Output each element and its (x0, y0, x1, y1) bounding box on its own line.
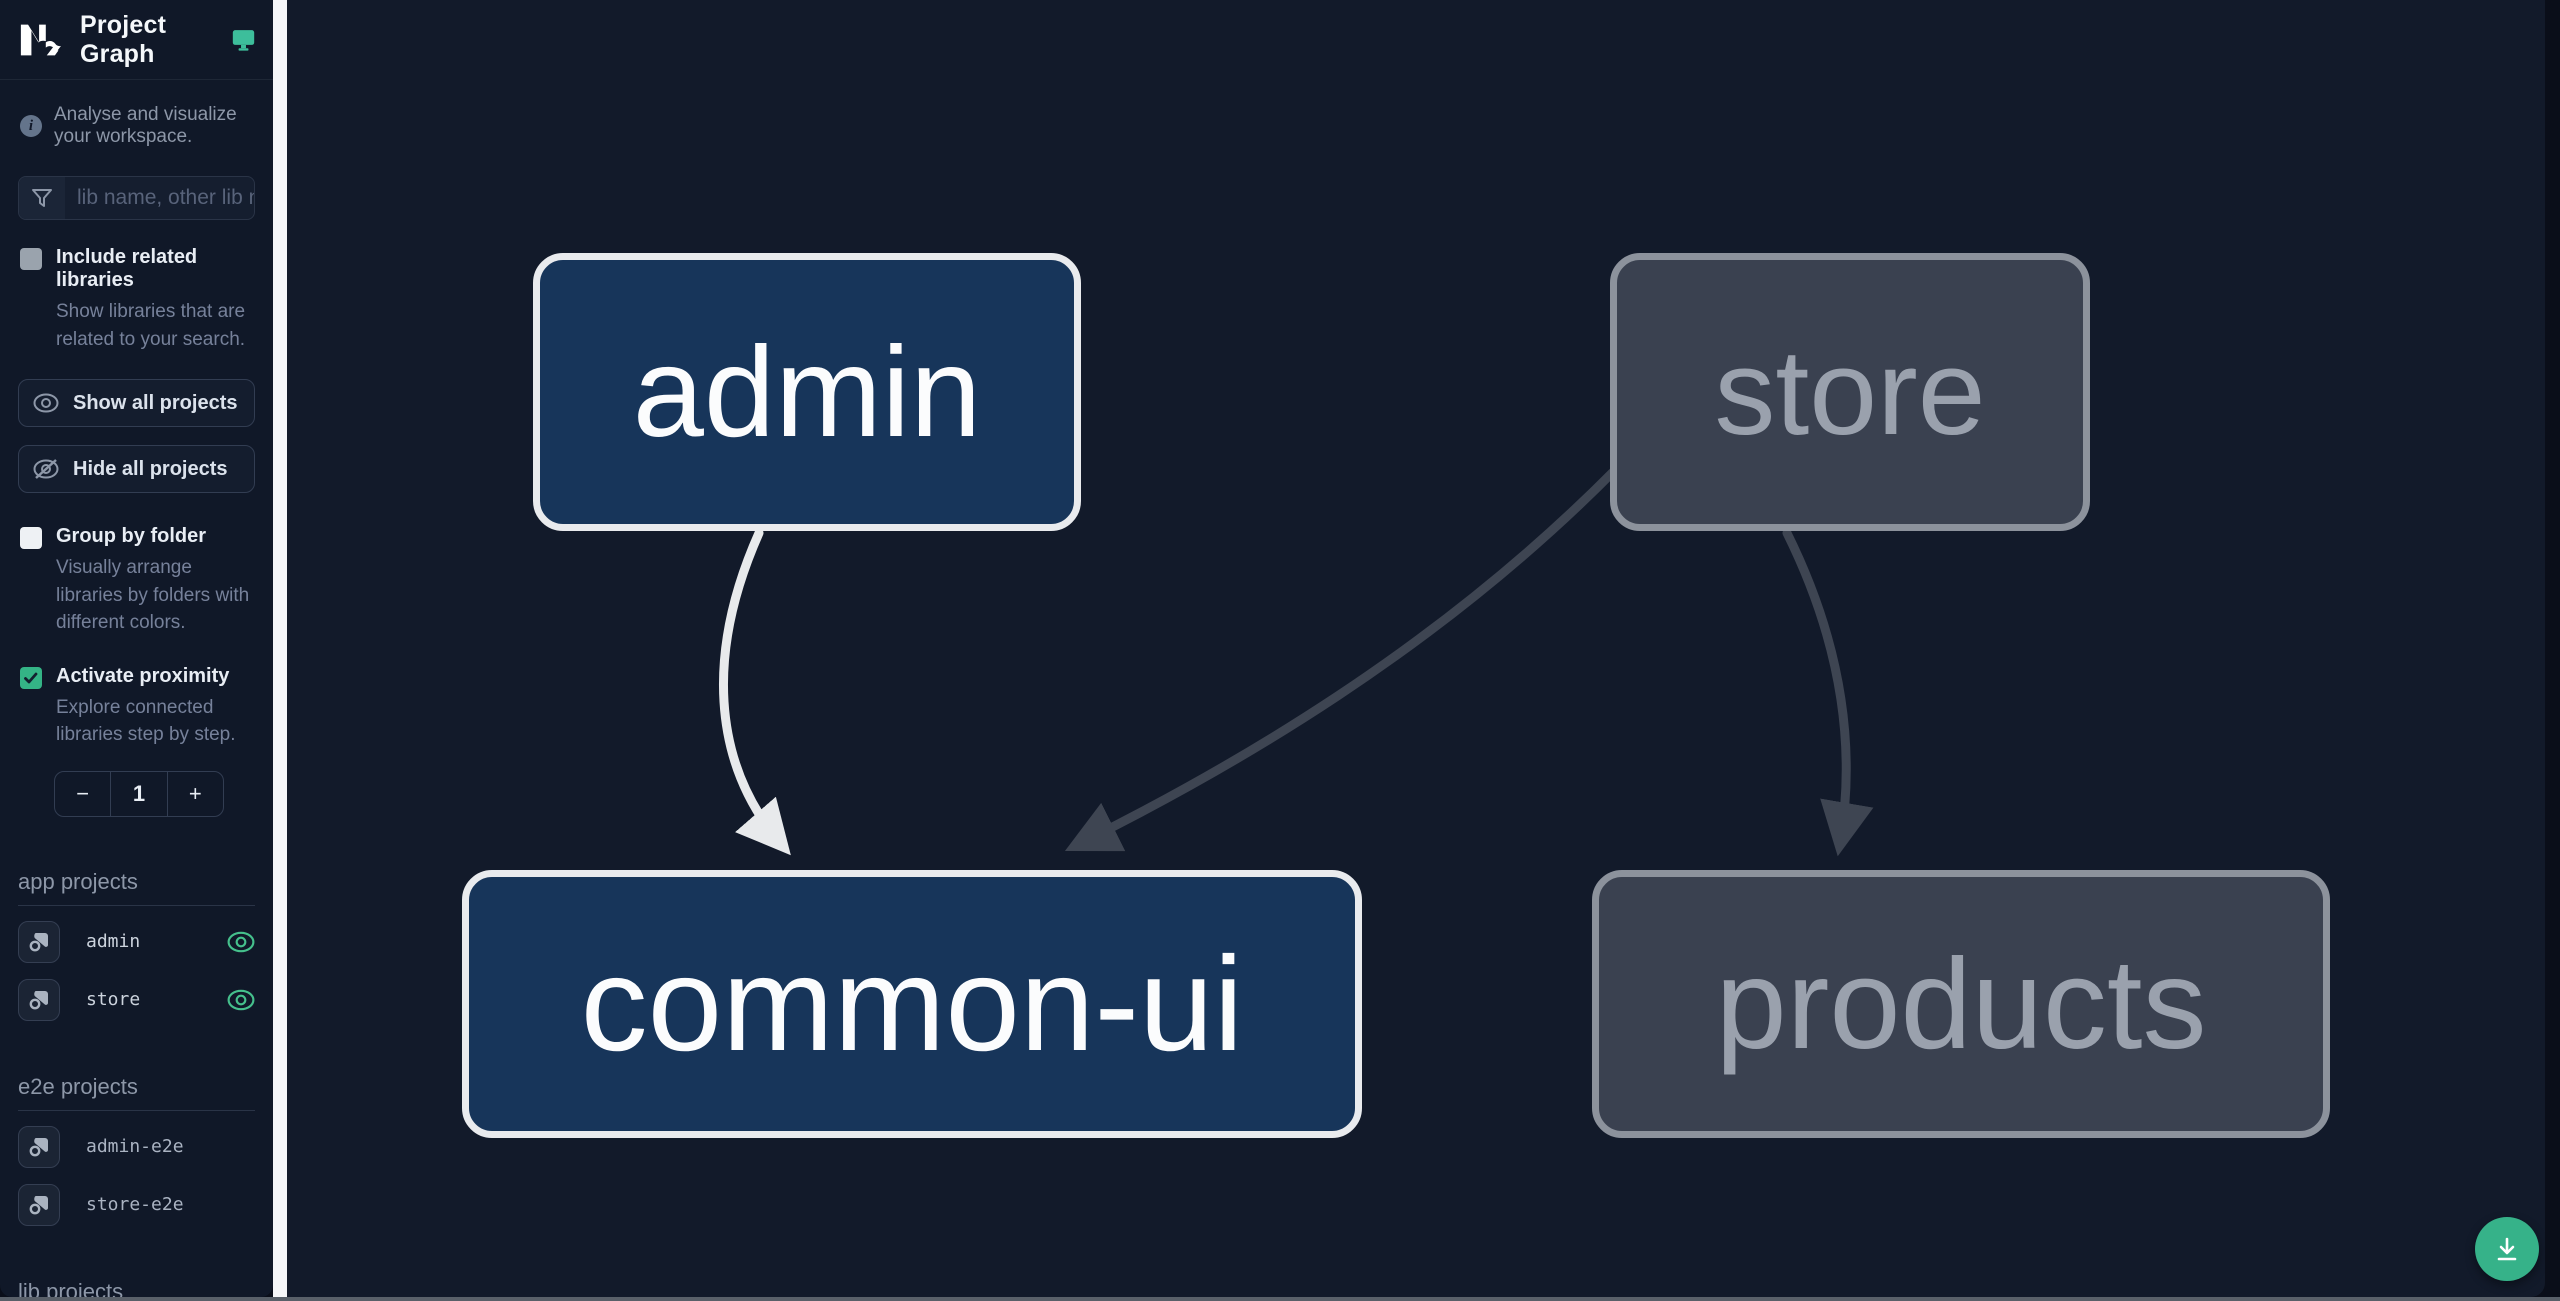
sidebar-resize-handle[interactable] (273, 0, 287, 1301)
download-graph-button[interactable] (2475, 1217, 2539, 1281)
eye-off-icon (33, 459, 59, 480)
project-row-admin-e2e: admin-e2e (18, 1125, 255, 1169)
focus-project-button[interactable] (18, 1125, 60, 1168)
eye-icon (33, 393, 59, 413)
group-by-folder-option[interactable]: Group by folder Visually arrange librari… (20, 525, 255, 637)
graph-canvas[interactable]: admin store common-ui products (287, 0, 2545, 1297)
proximity-increment-button[interactable]: + (166, 771, 223, 816)
section-title: e2e projects (18, 1074, 255, 1111)
funnel-icon (32, 189, 52, 207)
project-row-admin: admin (18, 920, 255, 964)
graph-node-products[interactable]: products (1592, 870, 2330, 1138)
section-app-projects: app projects admin (18, 869, 255, 1022)
filter-icon-cell (19, 177, 65, 219)
activate-proximity-label: Activate proximity (56, 664, 230, 687)
group-by-folder-checkbox[interactable] (20, 527, 42, 550)
focus-pin-icon (29, 1195, 48, 1215)
edge-admin-to-common-ui (719, 528, 791, 856)
include-related-checkbox[interactable] (20, 248, 42, 270)
focus-project-button[interactable] (18, 1183, 60, 1226)
nx-logo-icon (20, 24, 62, 55)
group-by-folder-description: Visually arrange libraries by folders wi… (56, 557, 250, 634)
focus-pin-icon (29, 932, 48, 952)
workspace-tagline: i Analyse and visualize your workspace. (0, 80, 273, 154)
section-lib-projects: lib projects common-ui (18, 1279, 255, 1297)
edge-store-to-products (1782, 528, 1874, 857)
show-all-projects-button[interactable]: Show all projects (18, 379, 255, 428)
download-icon (2497, 1237, 2517, 1261)
toggle-visibility-eye-icon[interactable] (227, 931, 255, 953)
focus-pin-icon (29, 1137, 48, 1157)
section-title: lib projects (18, 1279, 255, 1297)
focus-project-button[interactable] (18, 920, 60, 963)
check-icon (24, 672, 38, 684)
proximity-decrement-button[interactable]: − (76, 780, 90, 806)
window-bottom-edge (0, 1297, 2560, 1301)
sidebar-header: Project Graph (0, 0, 273, 80)
graph-node-admin[interactable]: admin (533, 253, 1081, 531)
monitor-icon[interactable] (232, 27, 255, 53)
focus-pin-icon (29, 990, 48, 1010)
hide-all-label: Hide all projects (73, 457, 228, 480)
proximity-value: 1 (110, 771, 166, 816)
sidebar: Project Graph i Analyse and visualize yo… (0, 0, 273, 1297)
page-title: Project Graph (80, 10, 167, 68)
project-name[interactable]: admin-e2e (86, 1136, 184, 1158)
project-row-store: store (18, 978, 255, 1022)
group-by-folder-label: Group by folder (56, 525, 206, 548)
project-filter (18, 176, 255, 220)
search-input[interactable] (65, 177, 254, 219)
dependency-edges (719, 465, 1874, 857)
hide-all-projects-button[interactable]: Hide all projects (18, 445, 255, 494)
graph-node-common-ui[interactable]: common-ui (462, 870, 1362, 1138)
show-all-label: Show all projects (73, 391, 238, 414)
include-related-option[interactable]: Include related libraries Show libraries… (20, 246, 255, 353)
project-name[interactable]: store-e2e (86, 1194, 184, 1216)
activate-proximity-description: Explore connected libraries step by step… (56, 696, 236, 746)
project-row-store-e2e: store-e2e (18, 1183, 255, 1227)
graph-node-store[interactable]: store (1610, 253, 2090, 531)
section-title: app projects (18, 869, 255, 906)
project-name[interactable]: admin (86, 931, 141, 953)
include-related-label: Include related libraries (56, 246, 198, 291)
activate-proximity-option[interactable]: Activate proximity Explore connected lib… (20, 665, 255, 749)
activate-proximity-checkbox[interactable] (20, 666, 42, 689)
section-e2e-projects: e2e projects admin-e2e store-e2e (18, 1074, 255, 1227)
focus-project-button[interactable] (18, 978, 60, 1021)
toggle-visibility-eye-icon[interactable] (227, 989, 255, 1011)
project-name[interactable]: store (86, 989, 141, 1011)
edge-store-to-common-ui (1064, 465, 1620, 852)
tagline-text: Analyse and visualize your workspace. (54, 104, 237, 147)
include-related-description: Show libraries that are related to your … (56, 301, 246, 350)
proximity-stepper: − 1 + (54, 770, 224, 817)
info-icon: i (20, 115, 42, 137)
